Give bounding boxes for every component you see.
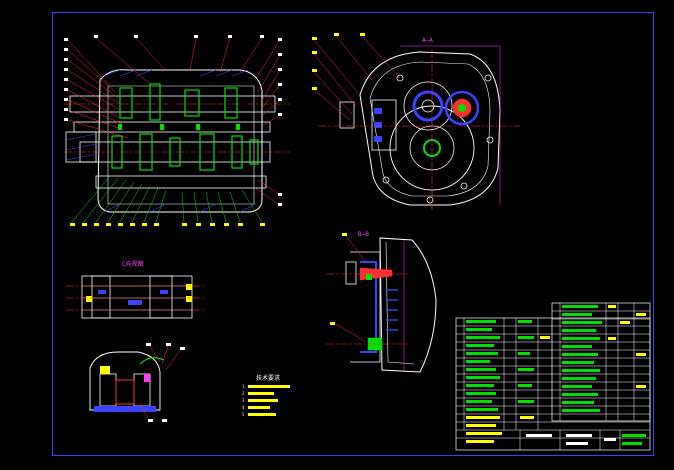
section-a-view: A—A bbox=[312, 33, 520, 210]
notes-title: 技术要求 bbox=[256, 374, 280, 382]
technical-notes: 技术要求 1 2 3 4 5 bbox=[242, 374, 290, 417]
sheet-border bbox=[52, 12, 654, 456]
section-b-view: B—B bbox=[326, 231, 437, 373]
note-line-4: 4 bbox=[242, 405, 245, 410]
note-line-3: 3 bbox=[242, 398, 245, 403]
note-line-2: 2 bbox=[242, 391, 245, 396]
detail-view bbox=[89, 343, 185, 422]
section-b-label: B—B bbox=[358, 231, 369, 238]
view-c-label: C向视图 bbox=[122, 260, 144, 268]
parts-list-table bbox=[455, 302, 651, 451]
note-line-5: 5 bbox=[242, 412, 245, 417]
main-section-view bbox=[64, 35, 290, 226]
section-a-label: A—A bbox=[422, 37, 433, 44]
view-c: C向视图 bbox=[66, 260, 204, 319]
note-line-1: 1 bbox=[242, 384, 245, 389]
